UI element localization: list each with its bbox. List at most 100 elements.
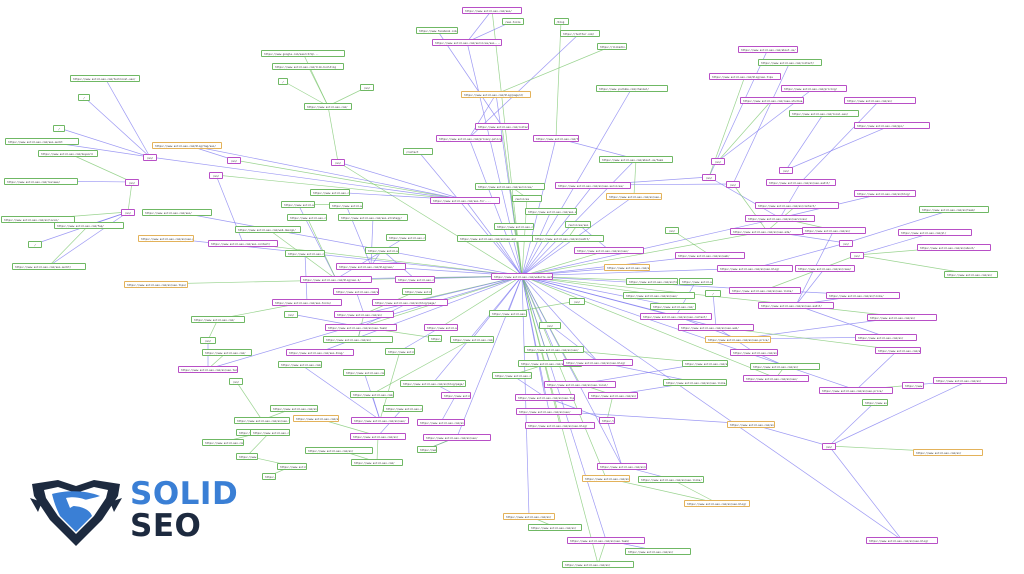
graph-node-n93[interactable]: https://www.solid-seo.com/blog/seo-2/ <box>300 275 372 283</box>
graph-node-n125[interactable]: https://www.solid-seo.com/en/ <box>730 348 778 356</box>
graph-node-n141[interactable]: https://www.solid-seo.com/en/ <box>933 376 1007 384</box>
graph-node-n17[interactable]: https://www.google.com/search?q=... <box>261 49 345 57</box>
graph-node-n37[interactable]: /en/ <box>711 157 725 165</box>
graph-node-n14[interactable]: https://www.solid-seo.com/case-studies/ <box>740 96 804 104</box>
graph-node-n159[interactable]: https://www.solid-seo.com/en/ <box>599 416 615 424</box>
graph-node-n82[interactable]: https://www.solid-seo.com/en/web/ <box>675 251 745 259</box>
graph-node-n111[interactable]: https://www.solid-seo.com/ <box>191 315 245 323</box>
graph-node-n11[interactable]: https://www.youtube.com/channel/ <box>596 84 668 92</box>
graph-node-n35[interactable]: /contact <box>403 147 433 155</box>
graph-node-n53[interactable]: https://www.solid-seo.com/en/seo-consult… <box>606 192 662 200</box>
graph-node-n170[interactable]: https://www.solid-seo.com/en/seo/ <box>597 462 647 470</box>
graph-node-n169[interactable]: https://www.solid-seo.com/ <box>351 458 403 466</box>
graph-node-n84[interactable]: https://www.solid-seo.com/seo-audit/ <box>12 262 86 270</box>
graph-node-n109[interactable]: https://www.solid-seo.com/en/seo-content… <box>640 312 712 320</box>
graph-node-n89[interactable]: https://www.solid-seo.com/en/ <box>944 270 998 278</box>
graph-node-n154[interactable]: https://www.solid-seo.com/en/seo/ <box>516 407 582 415</box>
graph-node-n155[interactable]: https://www.solid-seo.com/en/seo-team/ <box>234 416 290 424</box>
graph-node-n118[interactable]: https://www.solid-seo.com/en/ <box>450 335 494 343</box>
graph-node-n64[interactable]: https://www.solid-seo.com/web-design/ <box>235 225 301 233</box>
graph-node-n75[interactable]: / <box>28 240 42 248</box>
graph-node-n50[interactable]: https://www.solid-seo.com/blog/ <box>310 188 350 196</box>
graph-node-n136[interactable]: /en/ <box>229 377 243 385</box>
graph-node-n172[interactable]: https://www.solid-seo.com/en/ <box>582 474 630 482</box>
graph-node-n175[interactable]: https://www.solid-seo.com/en/seo-blog/ <box>684 499 750 507</box>
graph-node-n13[interactable]: https://www.solid-seo.com/en/ <box>844 96 916 104</box>
graph-node-n72[interactable]: https://www.solid-seo.com/en/seo-en/ <box>457 234 537 242</box>
graph-node-n142[interactable]: https://www.solid-seo.com/ <box>902 381 924 389</box>
graph-node-n58[interactable]: https://www.solid-seo.com/ <box>329 201 363 209</box>
graph-node-n123[interactable]: https://www.solid-seo.com/ <box>385 347 415 355</box>
graph-node-n81[interactable]: https://www.solid-seo.com/seo-tools/ <box>285 249 325 257</box>
graph-node-n15[interactable]: https://www.solid-seo.com/local-seo/ <box>789 109 859 117</box>
graph-node-n88[interactable]: https://www.solid-seo.com/en/case/ <box>795 264 855 272</box>
graph-node-n59[interactable]: https://www.solid-seo.com/seo-agency/ <box>525 207 577 215</box>
graph-node-n62[interactable]: https://www.solid-seo.com/en/services/ <box>745 214 815 222</box>
graph-node-n33[interactable]: /en/ <box>227 156 241 164</box>
graph-node-n54[interactable]: /en/ <box>121 208 135 216</box>
graph-node-n108[interactable]: https://www.solid-seo.com/seo/ <box>489 309 527 317</box>
graph-node-n167[interactable]: https://www.solid-seo.com/en/ <box>913 448 983 456</box>
graph-node-n74[interactable]: /en/ <box>665 226 679 234</box>
graph-node-n157[interactable]: https://www.solid-seo.com/ <box>250 428 290 436</box>
graph-node-n6[interactable]: https://twitter.com/ <box>560 29 600 37</box>
graph-node-n61[interactable]: https://www.solid-seo.com/seo-strategy/ <box>338 213 408 221</box>
graph-node-n8[interactable]: https://www.solid-seo.com/about-us/ <box>738 45 798 53</box>
graph-node-n92[interactable]: https://www.solid-seo.com/en/seo-tips/ <box>124 280 188 288</box>
graph-node-n91[interactable]: https://www.solid-seo.com/de/ <box>679 277 713 285</box>
graph-node-n5[interactable]: https://www.solid-seo.com/services/seo-.… <box>432 38 502 46</box>
graph-node-n98[interactable]: https://www.solid-seo.com/en/links/ <box>826 291 900 299</box>
graph-node-n90[interactable]: https://www.solid-seo.com/en/tools/ <box>626 277 678 285</box>
graph-node-n60[interactable]: https://www.solid-seo.com/seo/ <box>287 213 327 221</box>
graph-node-n46[interactable]: https://www.solid-seo.com/en/seo-audit/ <box>766 178 836 186</box>
graph-node-n48[interactable]: https://www.solid-seo.com/en/contact/ <box>755 201 839 209</box>
graph-node-n100[interactable]: / <box>705 289 721 297</box>
graph-node-n47[interactable]: https://www.solid-seo.com/en/blog/ <box>854 189 916 197</box>
graph-node-n67[interactable]: https://www.solid-seo.com/en/seo-ads/ <box>730 227 804 235</box>
graph-node-n45[interactable]: /en/ <box>726 180 740 188</box>
graph-node-n22[interactable]: https://www.solid-seo.com/blog/page/2/ <box>461 90 531 98</box>
graph-node-n140[interactable]: https://www.solid-seo.com/en/seo/ <box>743 374 809 382</box>
graph-node-n139[interactable]: https://www.solid-seo.com/en/seo-links/ <box>663 378 727 386</box>
graph-node-n97[interactable]: https://www.solid-seo.com/ <box>402 287 432 295</box>
graph-node-n179[interactable]: https://www.solid-seo.com/en/seo-blog/ <box>866 536 938 544</box>
graph-node-n18[interactable]: https://www.solid-seo.com/link-building <box>272 62 344 70</box>
graph-node-n117[interactable]: https://www.solid-seo.com/ <box>428 334 442 342</box>
graph-node-n113[interactable]: https://www.solid-seo.com/ <box>424 323 458 331</box>
graph-node-n40[interactable]: /en/ <box>125 178 139 186</box>
graph-node-n177[interactable]: https://www.solid-seo.com/en/ <box>528 523 582 531</box>
graph-node-n20[interactable]: / <box>278 77 288 85</box>
graph-node-n138[interactable]: https://www.solid-seo.com/en/seo-local/ <box>544 380 616 388</box>
graph-node-n165[interactable]: https://www.solid-seo.com/ <box>417 445 437 453</box>
graph-node-n121[interactable]: /en/ <box>200 336 216 344</box>
graph-node-n57[interactable]: https://www.solid-seo.com/ <box>281 200 315 208</box>
graph-node-n161[interactable]: https://www.solid-seo.com/en/ <box>350 432 406 440</box>
graph-node-n153[interactable]: https://www.solid-seo.com/en/ <box>417 418 465 426</box>
graph-node-n31[interactable]: https://www.solid-seo.com/blog/tag/seo/ <box>152 141 222 149</box>
graph-node-n7[interactable]: https://linkedin.com/ <box>597 42 627 50</box>
graph-node-n163[interactable]: https://www.solid-seo.com/en/ <box>202 438 244 446</box>
graph-node-n151[interactable]: https://www.solid-seo.com/en/ <box>383 404 423 412</box>
graph-node-n87[interactable]: https://www.solid-seo.com/en/seo-blog/ <box>717 264 793 272</box>
graph-node-n116[interactable]: https://www.solid-seo.com/en/ <box>323 335 393 343</box>
graph-node-n105[interactable]: https://www.solid-seo.com/ <box>650 302 696 310</box>
graph-node-n38[interactable]: /en/ <box>779 166 793 174</box>
graph-node-n137[interactable]: https://www.solid-seo.com/en/blog/page/ <box>400 379 466 387</box>
graph-node-n168[interactable]: https://www.solid-seo.com/ <box>236 452 258 460</box>
graph-node-n3[interactable]: /blog <box>553 17 569 25</box>
graph-node-n73[interactable]: https://www.solid-seo.com/en/audit/ <box>532 234 604 242</box>
graph-node-n79[interactable]: https://www.solid-seo.com/ <box>365 246 399 254</box>
graph-node-n28[interactable]: / <box>53 124 65 132</box>
graph-node-n42[interactable]: https://www.solid-seo.com/services/ <box>475 182 545 190</box>
graph-node-n27[interactable]: https://www.solid-seo.com/terms/ <box>533 134 579 142</box>
graph-node-n44[interactable]: /en/ <box>702 173 716 181</box>
graph-node-n102[interactable]: https://www.solid-seo.com/en/blog/page/ <box>372 298 448 306</box>
graph-node-n166[interactable]: /en/ <box>822 442 836 450</box>
graph-node-n83[interactable]: /en/ <box>850 251 864 259</box>
graph-node-n56[interactable]: https://www.solid-seo.com/en/local/ <box>1 215 75 223</box>
graph-node-n176[interactable]: https://www.solid-seo.com/en/ <box>503 512 555 520</box>
graph-node-n2[interactable]: /seo-tools <box>502 17 524 25</box>
graph-node-n34[interactable]: /en/ <box>331 158 345 166</box>
graph-node-n164[interactable]: https://www.solid-seo.com/en/ <box>305 446 373 454</box>
